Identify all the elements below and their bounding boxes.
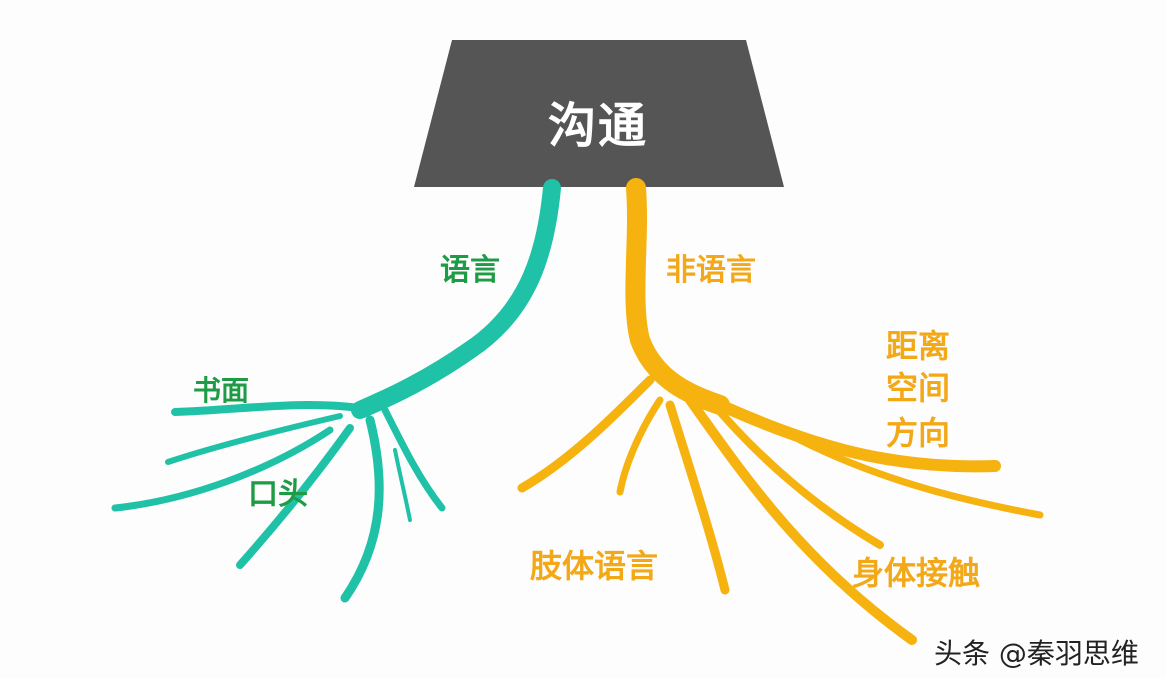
verbal-branch-tip — [393, 448, 412, 522]
verbal-root — [111, 179, 561, 603]
nonverbal-branch-mid-down — [665, 400, 730, 595]
verbal-main-stem — [351, 179, 561, 419]
label-nonverbal: 非语言 — [666, 253, 756, 288]
nonverbal-branch-long — [685, 395, 917, 645]
label-distance: 距离 — [886, 327, 951, 365]
verbal-branch-down — [340, 415, 384, 603]
verbal-branch-left — [165, 413, 343, 465]
nonverbal-branch-far-right — [796, 436, 1044, 519]
nonverbal-branch-left — [517, 375, 655, 493]
label-body-contact: 身体接触 — [852, 554, 981, 592]
nonverbal-branch-right — [714, 399, 1001, 473]
nonverbal-branch-left-down — [616, 396, 664, 496]
label-oral: 口头 — [248, 477, 308, 512]
verbal-branch-shumian — [171, 400, 364, 416]
label-verbal: 语言 — [440, 253, 500, 288]
label-space: 空间 — [886, 369, 951, 407]
verbal-branch-mid — [236, 424, 354, 569]
nonverbal-root — [517, 178, 1044, 645]
label-written: 书面 — [193, 374, 250, 407]
nonverbal-branch-shenti — [706, 396, 884, 549]
watermark: 头条 @秦羽思维 — [934, 637, 1139, 670]
diagram-title: 沟通 — [548, 98, 649, 154]
nonverbal-main-stem — [625, 178, 730, 415]
label-body-language: 肢体语言 — [530, 547, 659, 585]
trunk-shape — [414, 40, 784, 187]
verbal-branch-far-left — [111, 426, 334, 512]
label-direction: 方向 — [886, 414, 951, 452]
verbal-branch-right — [381, 406, 446, 512]
